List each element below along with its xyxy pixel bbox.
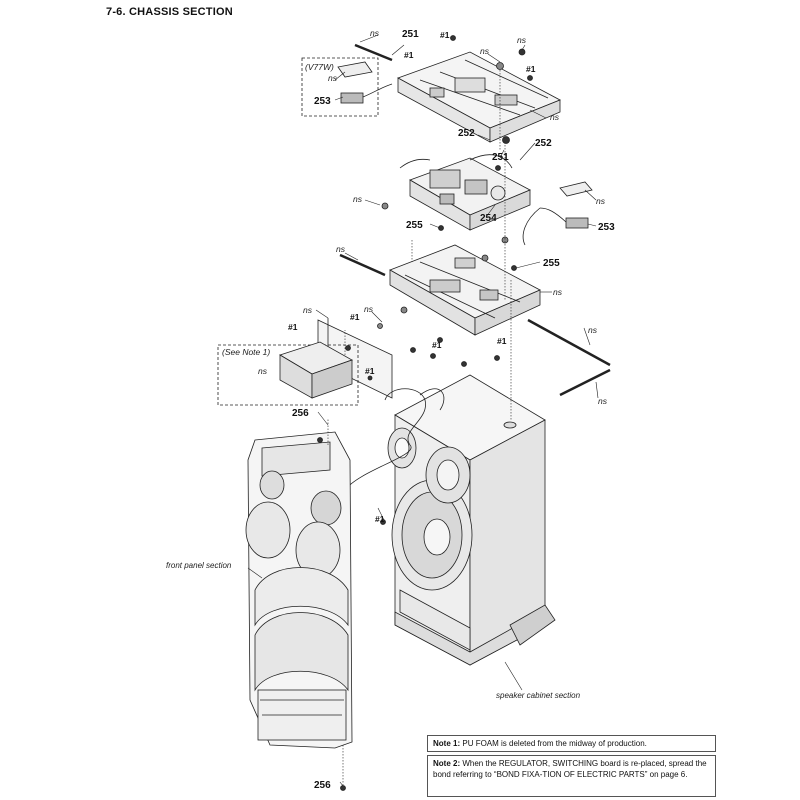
v77w-box — [301, 57, 379, 117]
svg-text:253: 253 — [314, 96, 331, 107]
svg-text:251: 251 — [492, 152, 509, 163]
part-253-board-b — [522, 181, 593, 246]
switching-board-module — [399, 154, 531, 231]
rod-left — [339, 253, 386, 277]
svg-text:ns: ns — [596, 196, 606, 206]
svg-text:254: 254 — [480, 213, 497, 224]
svg-text:255: 255 — [543, 258, 560, 269]
svg-text:256: 256 — [292, 408, 309, 419]
rod-right-b — [559, 368, 611, 397]
front-panel-label: front panel section — [166, 561, 232, 570]
see-note1-label: (See Note 1) — [222, 347, 270, 357]
leader-lines — [247, 34, 599, 787]
note-1-text: PU FOAM is deleted from the midway of pr… — [462, 739, 647, 748]
svg-text:ns: ns — [303, 305, 313, 315]
svg-text:#1: #1 — [350, 312, 360, 322]
svg-text:255: 255 — [406, 220, 423, 231]
lower-chassis-frame — [389, 244, 541, 336]
speaker-cabinet-label: speaker cabinet section — [496, 691, 581, 700]
pu-foam — [279, 341, 353, 399]
svg-text:#1: #1 — [404, 50, 414, 60]
svg-text:ns: ns — [364, 304, 374, 314]
alignment-lines — [327, 70, 512, 785]
svg-text:ns: ns — [553, 287, 563, 297]
svg-text:252: 252 — [458, 128, 475, 139]
rod-right-a — [527, 318, 611, 367]
upper-chassis-frame — [397, 51, 561, 143]
note-2-text: When the REGULATOR, SWITCHING board is r… — [433, 759, 707, 779]
rod-top — [354, 43, 393, 62]
svg-text:ns: ns — [480, 46, 490, 56]
screws — [317, 35, 533, 791]
svg-text:#1: #1 — [375, 514, 385, 524]
svg-text:#1: #1 — [497, 336, 507, 346]
speaker-cabinet — [387, 374, 556, 666]
part-253-board-a — [337, 61, 393, 104]
svg-text:252: 252 — [535, 138, 552, 149]
svg-text:ns: ns — [517, 35, 527, 45]
see-note1-box — [217, 344, 359, 406]
part-number-labels: 251 251 252 252 253 253 254 255 255 256 … — [292, 29, 615, 791]
ns-labels: ns ns ns ns ns ns ns ns ns ns ns ns ns n… — [258, 28, 608, 406]
front-panel — [245, 431, 353, 749]
svg-text:253: 253 — [598, 222, 615, 233]
svg-text:ns: ns — [550, 112, 560, 122]
svg-text:ns: ns — [336, 244, 346, 254]
v77w-label: (V77W) — [305, 62, 334, 72]
page-title: 7-6. CHASSIS SECTION — [106, 6, 233, 18]
svg-text:#1: #1 — [440, 30, 450, 40]
svg-text:#1: #1 — [526, 64, 536, 74]
svg-text:ns: ns — [598, 396, 608, 406]
svg-text:ns: ns — [353, 194, 363, 204]
note-1-label: Note 1: — [433, 739, 461, 748]
svg-text:251: 251 — [402, 29, 419, 40]
ref-labels: #1 #1 #1 #1 #1 #1 #1 #1 #1 — [288, 30, 536, 524]
note-2-label: Note 2: — [433, 759, 461, 768]
svg-text:#1: #1 — [288, 322, 298, 332]
svg-text:ns: ns — [370, 28, 380, 38]
svg-text:ns: ns — [588, 325, 598, 335]
svg-text:256: 256 — [314, 780, 331, 791]
svg-text:ns: ns — [328, 73, 338, 83]
note-1: Note 1: PU FOAM is deleted from the midw… — [427, 735, 716, 752]
svg-text:#1: #1 — [365, 366, 375, 376]
svg-text:ns: ns — [258, 366, 268, 376]
svg-text:#1: #1 — [432, 340, 442, 350]
speaker-cable — [344, 388, 426, 491]
note-2: Note 2: When the REGULATOR, SWITCHING bo… — [427, 755, 716, 797]
